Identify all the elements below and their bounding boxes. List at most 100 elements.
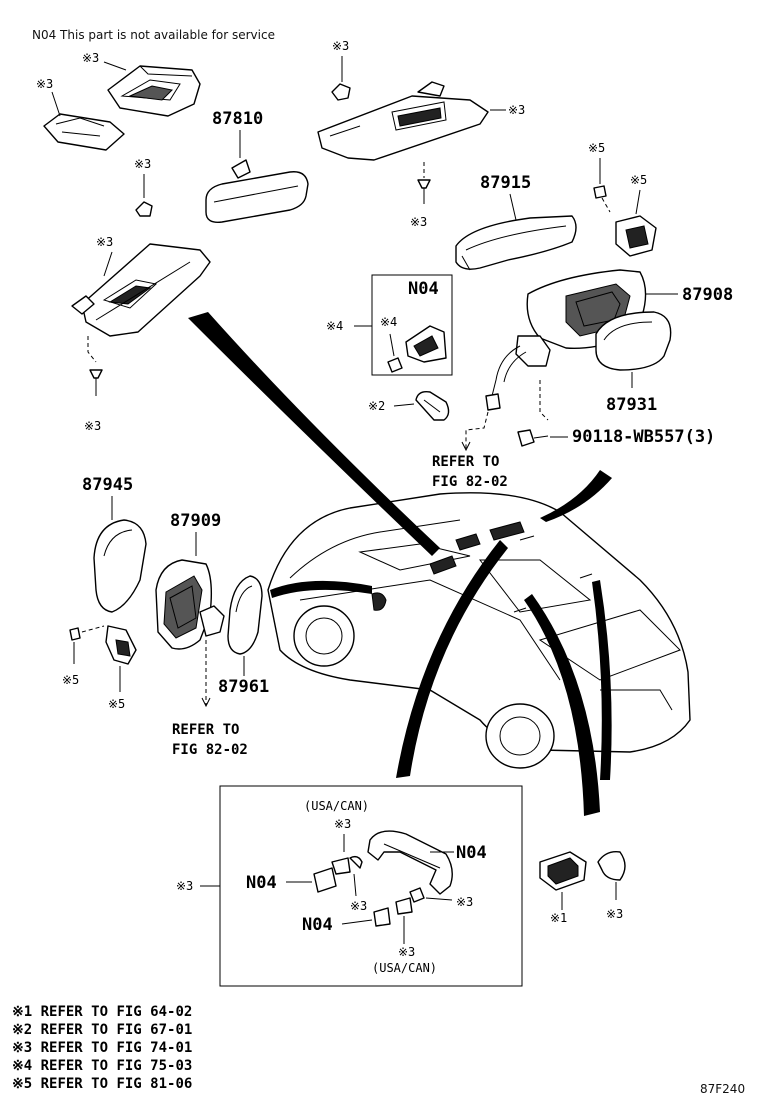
tr-lamp-code: ※5 bbox=[630, 173, 647, 187]
sun-visor-right-part[interactable] bbox=[317, 81, 489, 161]
legend-item-3: ※3 REFER TO FIG 74-01 bbox=[12, 1040, 192, 1056]
visor-screw-part[interactable] bbox=[417, 179, 431, 189]
pointer-mirror-left bbox=[270, 580, 372, 598]
part-number-87961: 87961 bbox=[218, 677, 269, 697]
refer-fig-2: FIG 82-02 bbox=[172, 742, 248, 758]
part-number-87931: 87931 bbox=[606, 395, 657, 415]
header-note: N04 This part is not available for servi… bbox=[32, 28, 275, 42]
n04-cover-a: N04 bbox=[246, 873, 277, 893]
tr-screw-part[interactable] bbox=[593, 185, 607, 199]
map-lamp-cover-code: ※3 bbox=[82, 51, 99, 65]
part-number-87810: 87810 bbox=[212, 109, 263, 129]
outer-mirror-cover-part[interactable] bbox=[455, 215, 577, 271]
visor-left-screw-code: ※3 bbox=[84, 419, 101, 433]
small-clip-code: ※3 bbox=[606, 907, 623, 921]
grip-code-right: ※3 bbox=[456, 895, 473, 909]
left-screw-part[interactable] bbox=[69, 627, 81, 641]
mirror-bolt-part[interactable] bbox=[517, 429, 535, 447]
dash-line bbox=[601, 197, 611, 213]
mirror-glass-left-part[interactable] bbox=[227, 575, 263, 655]
n04-box-code: ※4 bbox=[326, 319, 343, 333]
n04-grip-label: N04 bbox=[456, 843, 487, 863]
turn-lamp-part[interactable] bbox=[615, 215, 657, 257]
pointer-lamp bbox=[524, 594, 600, 816]
pointer-visor-left bbox=[188, 312, 440, 556]
refer-fig-1: FIG 82-02 bbox=[432, 474, 508, 490]
legend-item-5: ※5 REFER TO FIG 81-06 bbox=[12, 1076, 192, 1092]
leader-line bbox=[425, 897, 453, 901]
dash-line bbox=[81, 625, 105, 633]
part-number-bolt: 90118-WB557(3) bbox=[572, 427, 715, 447]
mirror-cover-left-part[interactable] bbox=[93, 519, 147, 613]
map-lamp-lens-code: ※3 bbox=[36, 77, 53, 91]
leader-line bbox=[341, 919, 373, 925]
dash-line bbox=[465, 411, 489, 450]
visor-clip-part[interactable] bbox=[331, 83, 351, 101]
part-number-87945: 87945 bbox=[82, 475, 133, 495]
grip-clip-b-part[interactable] bbox=[409, 887, 425, 903]
map-lamp-lens-part[interactable] bbox=[43, 113, 125, 151]
control-unit-part[interactable] bbox=[405, 325, 447, 363]
pointer-lamp-2 bbox=[592, 580, 612, 780]
grip-clip-c-part[interactable] bbox=[395, 897, 413, 915]
visor-left-code: ※3 bbox=[96, 235, 113, 249]
leader-line bbox=[353, 873, 357, 897]
mirror-glass-part[interactable] bbox=[595, 311, 672, 371]
usa-can-bottom: (USA/CAN) bbox=[372, 961, 437, 975]
small-clip-part[interactable] bbox=[597, 851, 626, 881]
pointer-mirror-right bbox=[540, 470, 612, 522]
tr-screw-code: ※5 bbox=[588, 141, 605, 155]
n04-box bbox=[371, 274, 453, 376]
figure-code: 87F240 bbox=[700, 1082, 745, 1096]
part-number-87915: 87915 bbox=[480, 173, 531, 193]
refer-to-2: REFER TO bbox=[172, 722, 239, 738]
usa-can-top: (USA/CAN) bbox=[304, 799, 369, 813]
visor-screw-code: ※3 bbox=[410, 215, 427, 229]
map-lamp-cover-part[interactable] bbox=[107, 65, 201, 117]
leader-line bbox=[393, 403, 415, 407]
n04-cover-b: N04 bbox=[302, 915, 333, 935]
visor-clip-code-top: ※3 bbox=[332, 39, 349, 53]
visor-right-code: ※3 bbox=[508, 103, 525, 117]
n04-label-box: N04 bbox=[408, 279, 439, 299]
grip-cap-part[interactable] bbox=[349, 855, 363, 869]
legend-item-2: ※2 REFER TO FIG 67-01 bbox=[12, 1022, 192, 1038]
turn-lamp-left-part[interactable] bbox=[105, 625, 137, 665]
leader-line bbox=[635, 189, 641, 215]
sun-visor-left-part[interactable] bbox=[71, 243, 211, 337]
grip-code-top: ※3 bbox=[334, 817, 351, 831]
leader-line bbox=[103, 61, 127, 71]
visor-left-screw-part[interactable] bbox=[89, 369, 103, 379]
clip-code-2: ※2 bbox=[368, 399, 385, 413]
visor-left-clip-code: ※3 bbox=[134, 157, 151, 171]
part-number-87908: 87908 bbox=[682, 285, 733, 305]
switch-code: ※1 bbox=[550, 911, 567, 925]
legend-item-1: ※1 REFER TO FIG 64-02 bbox=[12, 1004, 192, 1020]
unit-screw-part[interactable] bbox=[387, 357, 403, 373]
leader-line bbox=[51, 91, 61, 117]
switch-part[interactable] bbox=[539, 851, 587, 891]
grip-cover-a-part[interactable] bbox=[313, 867, 337, 893]
grip-code-mid: ※3 bbox=[350, 899, 367, 913]
n04-box-inner-code: ※4 bbox=[380, 315, 397, 329]
grip-code-bottom: ※3 bbox=[398, 945, 415, 959]
leader-line bbox=[103, 251, 113, 277]
vehicle-outline bbox=[267, 492, 691, 769]
assist-grip-part[interactable] bbox=[367, 830, 453, 895]
visor-left-clip-part[interactable] bbox=[135, 201, 153, 217]
dash-line bbox=[87, 336, 97, 363]
mirror-assembly-left-part[interactable] bbox=[155, 559, 225, 650]
dash-line bbox=[539, 380, 549, 421]
legend-item-4: ※4 REFER TO FIG 75-03 bbox=[12, 1058, 192, 1074]
grip-cover-b-part[interactable] bbox=[373, 907, 391, 927]
grip-box-code: ※3 bbox=[176, 879, 193, 893]
grip-clip-part[interactable] bbox=[331, 857, 351, 875]
left-screw-code: ※5 bbox=[62, 673, 79, 687]
leader-line bbox=[389, 333, 395, 357]
pointer-grip bbox=[396, 540, 508, 778]
turn-lamp-left-code: ※5 bbox=[108, 697, 125, 711]
refer-to-1: REFER TO bbox=[432, 454, 499, 470]
inner-rear-view-mirror-part[interactable] bbox=[205, 159, 309, 223]
leader-line bbox=[509, 193, 517, 221]
